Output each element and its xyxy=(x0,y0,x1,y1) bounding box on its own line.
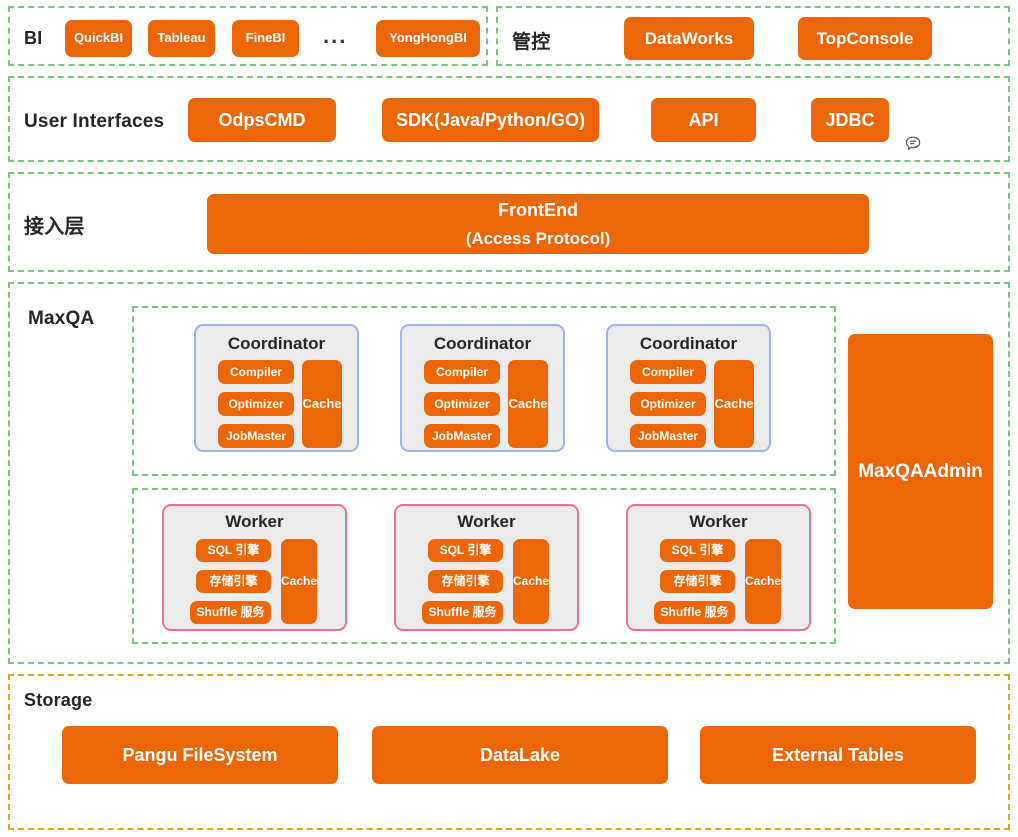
bi-item-yonghongbi[interactable]: YongHongBI xyxy=(376,20,480,57)
user-interfaces-section-label: User Interfaces xyxy=(24,111,165,132)
coordinator-module-jobmaster[interactable]: JobMaster xyxy=(630,424,706,448)
storage-item-external-tables[interactable]: External Tables xyxy=(700,726,976,784)
worker-module-storage-engine[interactable]: 存储引擎 xyxy=(428,570,503,593)
coordinator-cache[interactable]: Cache xyxy=(302,360,342,448)
storage-item-pangu-filesystem[interactable]: Pangu FileSystem xyxy=(62,726,338,784)
frontend-box[interactable]: FrontEnd (Access Protocol) xyxy=(207,194,869,254)
coordinator-group: Coordinator Compiler Optimizer JobMaster… xyxy=(132,306,836,476)
maxqa-section-label: MaxQA xyxy=(28,308,95,329)
coordinator-module-compiler[interactable]: Compiler xyxy=(630,360,706,384)
coordinator-module-compiler[interactable]: Compiler xyxy=(424,360,500,384)
worker-title: Worker xyxy=(457,512,516,531)
worker-card-3[interactable]: Worker SQL 引擎 存储引擎 Shuffle 服务 Cache xyxy=(626,504,811,631)
coordinator-title: Coordinator xyxy=(227,334,326,353)
ui-item-api[interactable]: API xyxy=(651,98,756,142)
comment-icon xyxy=(903,134,923,154)
section-access-layer: 接入层 FrontEnd (Access Protocol) xyxy=(8,172,1010,272)
worker-module-shuffle-service[interactable]: Shuffle 服务 xyxy=(654,601,735,624)
worker-module-sql-engine[interactable]: SQL 引擎 xyxy=(196,539,271,562)
management-item-topconsole[interactable]: TopConsole xyxy=(798,17,932,60)
coordinator-cache[interactable]: Cache xyxy=(714,360,754,448)
maxqa-admin-box[interactable]: MaxQAAdmin xyxy=(848,334,993,609)
bi-item-finebi[interactable]: FineBI xyxy=(232,20,299,57)
worker-module-storage-engine[interactable]: 存储引擎 xyxy=(196,570,271,593)
access-layer-section-label: 接入层 xyxy=(24,216,85,238)
section-storage: Storage Pangu FileSystem DataLake Extern… xyxy=(8,674,1010,830)
coordinator-module-optimizer[interactable]: Optimizer xyxy=(218,392,294,416)
section-bi: BI QuickBI Tableau FineBI ... YongHongBI xyxy=(8,6,488,66)
coordinator-card-3[interactable]: Coordinator Compiler Optimizer JobMaster… xyxy=(606,324,771,452)
worker-module-shuffle-service[interactable]: Shuffle 服务 xyxy=(422,601,503,624)
section-management: 管控 DataWorks TopConsole xyxy=(496,6,1010,66)
coordinator-title: Coordinator xyxy=(639,334,738,353)
worker-card-1[interactable]: Worker SQL 引擎 存储引擎 Shuffle 服务 Cache xyxy=(162,504,347,631)
worker-module-storage-engine[interactable]: 存储引擎 xyxy=(660,570,735,593)
worker-cache[interactable]: Cache xyxy=(745,539,781,624)
worker-module-sql-engine[interactable]: SQL 引擎 xyxy=(428,539,503,562)
worker-title: Worker xyxy=(689,512,748,531)
coordinator-card-2[interactable]: Coordinator Compiler Optimizer JobMaster… xyxy=(400,324,565,452)
coordinator-module-jobmaster[interactable]: JobMaster xyxy=(424,424,500,448)
management-section-label: 管控 xyxy=(512,32,551,53)
coordinator-module-compiler[interactable]: Compiler xyxy=(218,360,294,384)
frontend-title: FrontEnd xyxy=(498,200,578,221)
worker-cache[interactable]: Cache xyxy=(281,539,317,624)
worker-card-2[interactable]: Worker SQL 引擎 存储引擎 Shuffle 服务 Cache xyxy=(394,504,579,631)
worker-module-sql-engine[interactable]: SQL 引擎 xyxy=(660,539,735,562)
storage-item-datalake[interactable]: DataLake xyxy=(372,726,668,784)
worker-group: Worker SQL 引擎 存储引擎 Shuffle 服务 Cache Work… xyxy=(132,488,836,644)
coordinator-card-1[interactable]: Coordinator Compiler Optimizer JobMaster… xyxy=(194,324,359,452)
coordinator-cache[interactable]: Cache xyxy=(508,360,548,448)
ui-item-jdbc[interactable]: JDBC xyxy=(811,98,889,142)
worker-cache[interactable]: Cache xyxy=(513,539,549,624)
frontend-subtitle: (Access Protocol) xyxy=(465,228,611,248)
coordinator-title: Coordinator xyxy=(433,334,532,353)
bi-section-label: BI xyxy=(24,28,43,48)
section-user-interfaces: User Interfaces OdpsCMD SDK(Java/Python/… xyxy=(8,76,1010,162)
coordinator-module-optimizer[interactable]: Optimizer xyxy=(424,392,500,416)
coordinator-module-optimizer[interactable]: Optimizer xyxy=(630,392,706,416)
management-item-dataworks[interactable]: DataWorks xyxy=(624,17,754,60)
bi-item-tableau[interactable]: Tableau xyxy=(148,20,215,57)
ui-item-odpscmd[interactable]: OdpsCMD xyxy=(188,98,336,142)
worker-module-shuffle-service[interactable]: Shuffle 服务 xyxy=(190,601,271,624)
storage-section-label: Storage xyxy=(24,690,93,710)
section-maxqa: MaxQA Coordinator Compiler Optimizer Job… xyxy=(8,282,1010,664)
coordinator-module-jobmaster[interactable]: JobMaster xyxy=(218,424,294,448)
bi-item-quickbi[interactable]: QuickBI xyxy=(65,20,132,57)
bi-ellipsis: ... xyxy=(323,23,348,48)
worker-title: Worker xyxy=(225,512,284,531)
ui-item-sdk[interactable]: SDK(Java/Python/GO) xyxy=(382,98,599,142)
